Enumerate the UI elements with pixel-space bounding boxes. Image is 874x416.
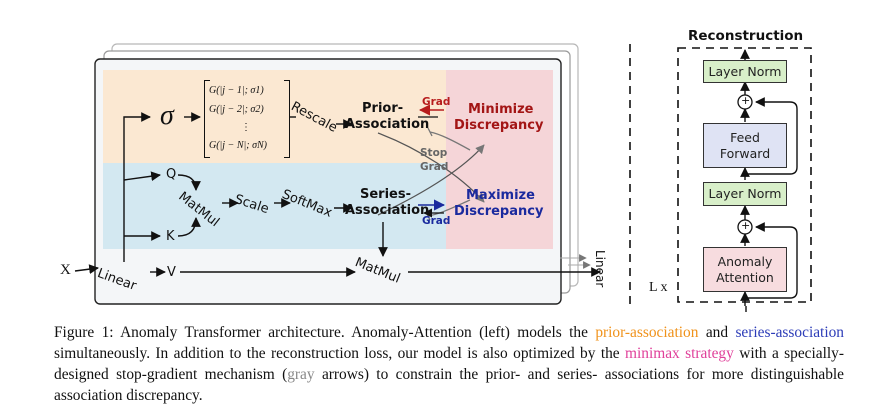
minimize-line1: Minimize [468,102,534,117]
query-label: Q [166,167,177,182]
caption-part-1: Figure 1: Anomaly Transformer architectu… [54,324,596,341]
add-circle-top [737,94,753,110]
gaussian-kernel-matrix: G(|j − 1|; σ1) G(|j − 2|; σ2) ⋮ G(|j − N… [204,80,290,158]
plus-bottom-label: + [741,219,751,232]
grad-label-top: Grad [422,96,451,108]
maximize-line1: Maximize [466,188,535,203]
key-label: K [166,229,175,244]
caption-minimax-strategy: minimax strategy [625,345,734,362]
prior-label-line1: Prior- [362,101,404,116]
caption-part-4: with a specially-designed stop-gradient … [54,345,844,383]
output-linear-label: Linear [593,250,607,288]
reconstruction-title: Reconstruction [688,28,804,44]
sigma-symbol: σ [160,100,174,131]
stop-grad-line1: Stop [420,147,448,159]
figure-caption: Figure 1: Anomaly Transformer architectu… [54,322,844,406]
series-label-line2: Association [345,203,430,218]
grad-label-bottom: Grad [422,215,451,227]
add-circle-bottom [737,219,753,235]
caption-series-association: series-association [735,324,844,341]
matrix-row-ellipsis: ⋮ [241,122,251,133]
matrix-row-2: G(|j − 2|; σ2) [209,104,264,115]
plus-top-label: + [741,94,751,107]
caption-part-5: arrows) to constrain the prior- and seri… [54,366,844,404]
input-x-label: X [60,262,71,278]
series-label-line1: Series- [360,187,411,202]
discrepancy-region [446,70,553,249]
anomaly-attention-line2: Attention [716,269,774,285]
layer-norm-bottom-box: Layer Norm [703,182,787,206]
layer-norm-top-box: Layer Norm [703,60,787,83]
layer-norm-bottom-label: Layer Norm [708,186,782,202]
repeat-label: L x [649,280,668,295]
minimize-line2: Discrepancy [454,118,544,133]
caption-gray: gray [287,366,315,383]
anomaly-attention-box: Anomaly Attention [703,247,787,292]
prior-region [103,70,446,163]
caption-prior-association: prior-association [595,324,699,341]
feed-forward-line1: Feed [730,129,760,145]
stop-grad-line2: Grad [420,161,449,173]
architecture-diagram [74,43,812,312]
matrix-row-1: G(|j − 1|; σ1) [209,85,264,96]
layer-norm-top-label: Layer Norm [708,63,782,79]
caption-part-3: simultaneously. In addition to the recon… [54,345,625,362]
matrix-row-n: G(|j − N|; σN) [209,140,268,151]
prior-label-line2: Association [345,117,430,132]
feed-forward-box: Feed Forward [703,123,787,168]
feed-forward-line2: Forward [719,145,771,161]
anomaly-attention-line1: Anomaly [717,253,773,269]
maximize-line2: Discrepancy [454,204,544,219]
caption-part-2: and [698,324,736,341]
value-label: V [167,265,176,280]
